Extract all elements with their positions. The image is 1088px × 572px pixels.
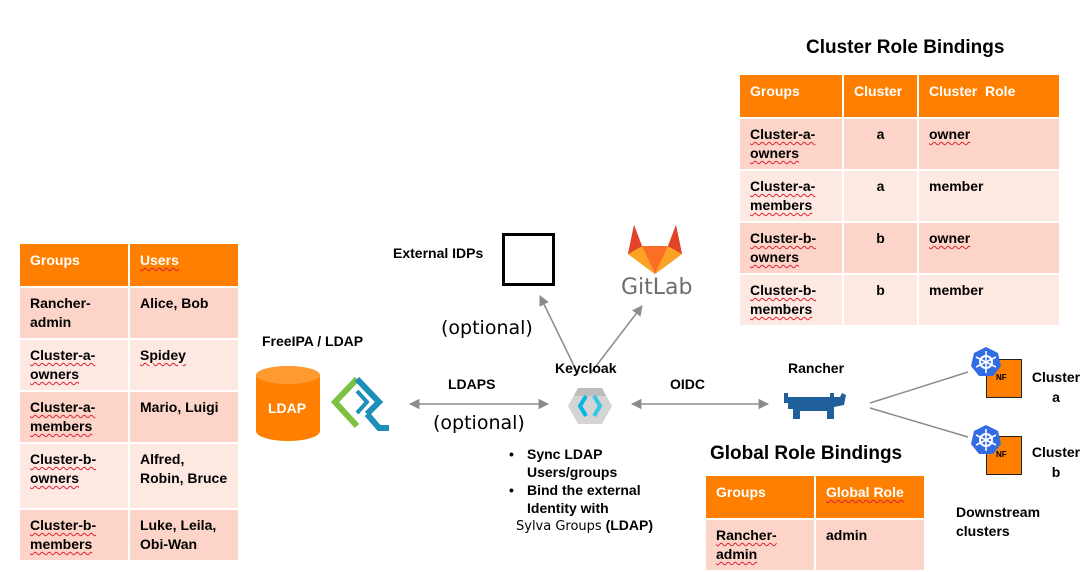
global-role-bindings-table: Groups Global Role Rancher-admin admin [704,474,926,572]
table-row: Rancher-admin admin [704,518,926,572]
optional-label-top: (optional) [441,317,533,339]
list-item: Sync LDAP Users/groups [505,445,705,481]
groups-users-table: Groups Users Rancher-admin Alice, Bob Cl… [18,242,240,562]
freeipa-label: FreeIPA / LDAP [262,333,364,349]
kubernetes-icon [971,425,1001,454]
cell-users: Alfred, Robin, Bruce [128,442,240,510]
table-row: Cluster-b-members b member [738,273,1061,327]
cluster-a-text: Cluster [1031,369,1081,385]
rancher-logo-icon [784,393,846,419]
cell-role: member [917,273,1061,327]
clusters-text: clusters [956,523,1010,539]
ldap-paren-text: (LDAP) [605,517,654,533]
cell-role: admin [814,518,926,572]
cell-group: Cluster-a-owners [738,117,844,171]
header-users: Users [128,242,240,288]
bullet-text: Identity with [527,500,609,516]
cluster-role-bindings-table: Groups Cluster Cluster Role Cluster-a-ow… [738,73,1061,327]
external-idps-label: External IDPs [393,245,484,261]
sylva-groups-line: Sylva Groups (LDAP) [516,517,653,534]
table-row: Cluster-b-owners b owner [738,221,1061,275]
nf-label: NF [996,450,1007,459]
cell-group: Cluster-b-members [738,273,844,327]
cell-group: Cluster-b-owners [18,442,130,510]
header-global-role: Global Role [814,474,926,520]
header-cluster: Cluster [842,73,919,119]
cell-users: Mario, Luigi [128,390,240,444]
keycloak-feature-list: Sync LDAP Users/groups Bind the external… [505,445,705,517]
freeipa-logo-icon [331,376,389,431]
table-row: Cluster-b-owners Alfred, Robin, Bruce [18,442,240,510]
header-groups: Groups [738,73,844,119]
gitlab-fox-icon [628,225,682,274]
cell-role: owner [917,221,1061,275]
cluster-a-id: a [1052,389,1060,405]
gitlab-wordmark: GitLab [621,275,693,300]
cell-cluster: b [842,273,919,327]
cell-users: Alice, Bob [128,286,240,340]
oidc-label: OIDC [670,376,705,392]
bullet-text: Bind the external [527,482,641,498]
rancher-label: Rancher [788,360,845,376]
cluster-a-line [869,371,969,404]
nf-label: NF [996,373,1007,382]
header-cluster-role: Cluster Role [917,73,1061,119]
cell-group: Cluster-a-members [18,390,130,444]
keycloak-label: Keycloak [555,360,617,376]
global-role-bindings-title: Global Role Bindings [710,443,903,464]
cell-cluster: b [842,221,919,275]
external-idp-box-icon [502,233,555,286]
table-row: Cluster-a-owners a owner [738,117,1061,171]
cluster-a-label: Cluster a [1028,367,1084,407]
bullet-text: Users/groups [527,464,618,480]
cluster-b-id: b [1051,464,1061,480]
cluster-role-bindings-title: Cluster Role Bindings [806,37,1005,58]
table-row: Rancher-admin Alice, Bob [18,286,240,340]
sylva-groups-text: Sylva Groups [516,519,602,534]
cell-group: Cluster-b-members [18,508,130,562]
header-groups: Groups [18,242,130,288]
cell-role: owner [917,117,1061,171]
external-idp-arrow [539,295,579,375]
downstream-text: Downstream [956,504,1041,520]
bullet-text: Sync LDAP [527,446,603,462]
table-row: Cluster-a-owners Spidey [18,338,240,392]
list-item: Bind the external Identity with [505,481,705,517]
cluster-b-line [869,407,969,438]
downstream-clusters-label: Downstream clusters [956,503,1040,541]
ldap-cylinder-label: LDAP [268,400,307,416]
ldaps-label: LDAPS [448,376,496,392]
gitlab-arrow [589,305,643,375]
keycloak-logo-icon [568,388,612,424]
cell-users: Luke, Leila, Obi-Wan [128,508,240,562]
ldap-database-icon [256,366,320,441]
cell-cluster: a [842,117,919,171]
cell-group: Rancher-admin [704,518,816,572]
cell-group: Cluster-a-members [738,169,844,223]
cell-users: Spidey [128,338,240,392]
table-row: Cluster-a-members a member [738,169,1061,223]
kubernetes-icon [971,347,1001,376]
table-row: Cluster-a-members Mario, Luigi [18,390,240,444]
cell-role: member [917,169,1061,223]
optional-label-bottom: (optional) [433,412,525,434]
cluster-b-label: Cluster b [1028,442,1084,482]
cell-cluster: a [842,169,919,223]
cell-group: Cluster-b-owners [738,221,844,275]
cell-group: Cluster-a-owners [18,338,130,392]
table-row: Cluster-b-members Luke, Leila, Obi-Wan [18,508,240,562]
header-groups: Groups [704,474,816,520]
cell-group: Rancher-admin [18,286,130,340]
cluster-b-text: Cluster [1031,444,1081,460]
